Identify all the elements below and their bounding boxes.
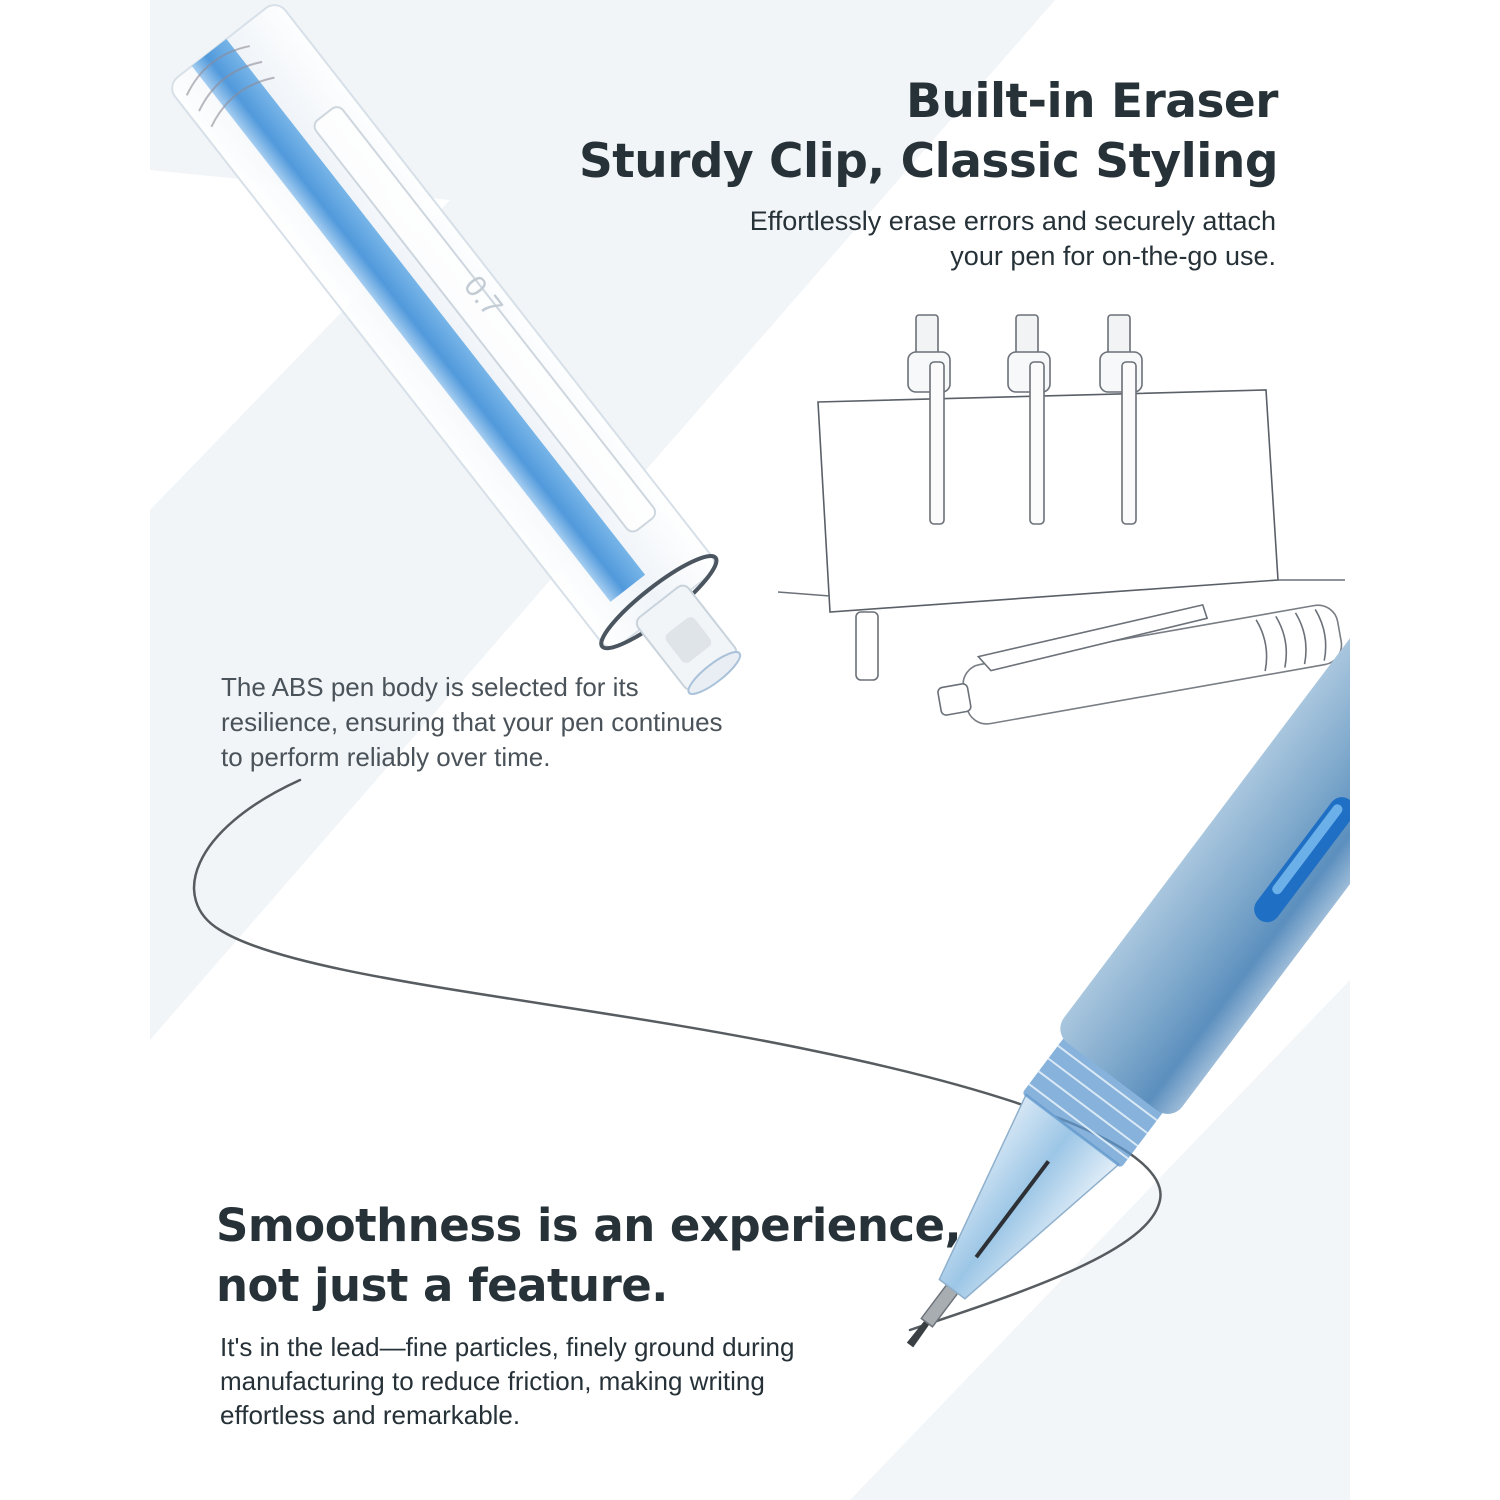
clipped-pen-sketch-3 <box>1099 314 1143 525</box>
bottom-feature-description-line-1: It's in the lead—fine particles, finely … <box>220 1332 795 1362</box>
lying-pen-sketch <box>937 603 1343 725</box>
bottom-feature-description: It's in the lead—fine particles, finely … <box>220 1330 900 1432</box>
bottom-feature-title-line-1: Smoothness is an experience, <box>216 1199 962 1252</box>
clip-sketch-image <box>777 314 1345 725</box>
abs-body-description: The ABS pen body is selected for its res… <box>221 670 781 775</box>
top-feature-title: Built-in Eraser Sturdy Clip, Classic Sty… <box>578 72 1279 192</box>
abs-body-description-line-3: to perform reliably over time. <box>221 742 551 772</box>
bottom-feature-description-line-2: manufacturing to reduce friction, making… <box>220 1366 765 1396</box>
abs-body-description-line-1: The ABS pen body is selected for its <box>221 672 639 702</box>
abs-body-description-line-2: resilience, ensuring that your pen conti… <box>221 707 723 737</box>
product-feature-panel: 0.7 <box>150 0 1350 1500</box>
pencil-scribble-line <box>192 778 1162 1332</box>
top-pen-image: 0.7 <box>171 4 742 695</box>
bottom-feature-title-line-2: not just a feature. <box>216 1259 668 1312</box>
top-feature-title-line-2: Sturdy Clip, Classic Styling <box>578 134 1279 189</box>
bottom-feature-description-line-3: effortless and remarkable. <box>220 1400 521 1430</box>
bottom-pencil-image <box>906 620 1350 1348</box>
clipped-pen-sketch-1 <box>907 314 951 525</box>
product-illustration: 0.7 <box>171 4 1350 1348</box>
bottom-feature-title: Smoothness is an experience, not just a … <box>216 1196 976 1316</box>
top-feature-description-line-2: your pen for on-the-go use. <box>950 241 1276 271</box>
top-feature-description: Effortlessly erase errors and securely a… <box>636 204 1276 274</box>
eraser-cap-sketch <box>855 611 879 681</box>
clipped-pen-sketch-2 <box>1007 314 1051 525</box>
top-feature-description-line-1: Effortlessly erase errors and securely a… <box>749 206 1276 236</box>
top-feature-title-line-1: Built-in Eraser <box>906 74 1278 129</box>
